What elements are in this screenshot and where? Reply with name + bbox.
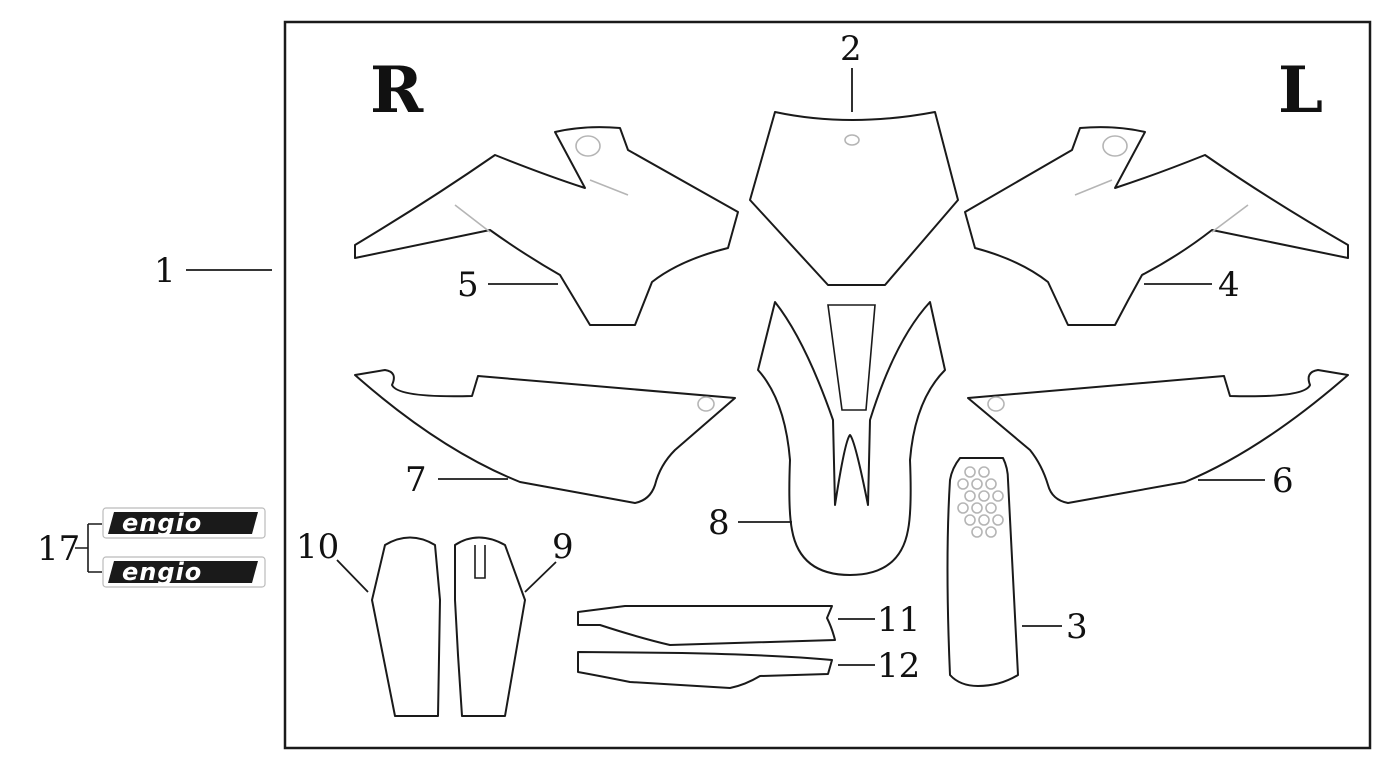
seat-cover: [946, 457, 1019, 687]
left-radiator-shroud: [964, 126, 1349, 326]
left-side-label: L: [1278, 53, 1323, 128]
callout-upper-swingarm: 11: [877, 600, 920, 640]
right-side-label: R: [370, 53, 424, 128]
lower-swingarm-decal: [577, 651, 833, 689]
left-fork-guard: [454, 536, 526, 717]
callout-seat-cover: 3: [1066, 607, 1088, 647]
callout-right-shroud: 5: [457, 265, 479, 305]
leader-left-fork-guard: [524, 561, 557, 593]
callout-emblem-pair: 17: [37, 529, 80, 569]
callout-front-plate: 2: [840, 29, 862, 69]
front-number-plate: [749, 111, 959, 286]
callout-left-shroud: 4: [1218, 265, 1240, 305]
front-fender: [757, 301, 946, 576]
callout-right-fork-guard: 10: [296, 527, 339, 567]
callout-front-fender: 8: [708, 503, 730, 543]
emblem-decal-bottom: engio: [102, 556, 266, 588]
leader-right-fork-guard: [336, 559, 369, 593]
right-radiator-shroud: [354, 126, 739, 326]
callout-lower-swingarm: 12: [877, 646, 920, 686]
callout-left-fork-guard: 9: [552, 527, 574, 567]
kit-frame: [283, 20, 1372, 750]
right-fork-guard: [371, 536, 441, 717]
svg-text:engio: engio: [122, 558, 202, 586]
right-side-panel: [354, 369, 736, 504]
callout-kit: 1: [154, 251, 176, 291]
upper-swingarm-decal: [577, 605, 836, 646]
emblem-decal-top: engio: [102, 507, 266, 539]
left-side-panel: [967, 369, 1349, 504]
svg-text:engio: engio: [122, 509, 202, 537]
callout-right-side-panel: 7: [405, 460, 427, 500]
callout-left-side-panel: 6: [1272, 461, 1294, 501]
emblem-bracket: [75, 523, 102, 573]
